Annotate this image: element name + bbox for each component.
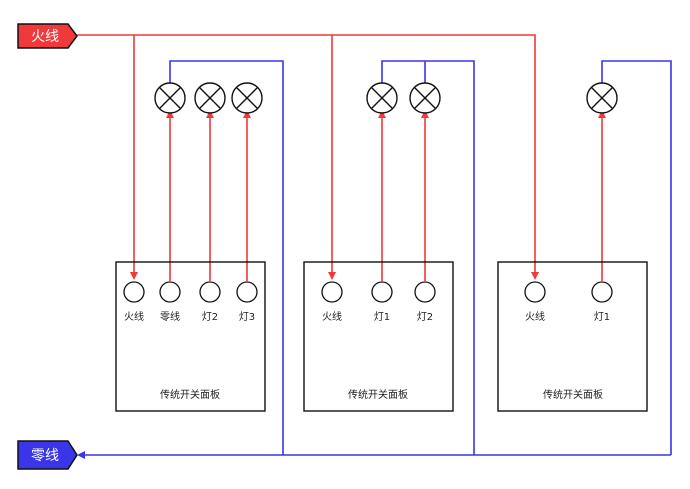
lamp-icon (409, 82, 441, 114)
panel-title: 传统开关面板 (543, 388, 603, 401)
lamp-icon (154, 82, 186, 114)
lamp-icon (586, 82, 618, 114)
terminal-label: 灯1 (594, 311, 610, 323)
terminal-label: 火线 (124, 310, 144, 323)
neutral-wire-label: 零线 (31, 448, 59, 464)
neutral-loop-2 (381, 60, 475, 455)
switch-panel-2: 火线 灯1 灯2 传统开关面板 (303, 261, 454, 412)
neutral-loop-1 (169, 60, 284, 455)
lamp-icon (194, 82, 226, 114)
terminal-label: 灯1 (374, 311, 390, 323)
terminal-label: 零线 (160, 310, 180, 323)
terminal-label: 灯2 (202, 311, 218, 323)
lamps (154, 82, 618, 114)
live-wire-label: 火线 (31, 29, 59, 45)
neutral-loop-3 (601, 60, 672, 455)
lamp-icon (366, 82, 398, 114)
lamp-icon (231, 82, 263, 114)
live-wire-tag: 火线 (17, 23, 78, 49)
terminal-lamp1 (591, 281, 613, 303)
neutral-wires (77, 60, 672, 459)
terminal-lamp1 (371, 281, 393, 303)
terminal-lamp3 (236, 281, 258, 303)
switch-panel-1: 火线 零线 灯2 灯3 传统开关面板 (115, 261, 266, 412)
terminal-live (123, 281, 145, 303)
neutral-wire-tag: 零线 (17, 440, 78, 470)
terminal-lamp2 (199, 281, 221, 303)
terminal-neutral (159, 281, 181, 303)
terminal-label: 火线 (322, 310, 342, 323)
live-trunk (77, 34, 539, 280)
terminal-label: 灯3 (239, 311, 255, 323)
terminal-live (524, 281, 546, 303)
panel-title: 传统开关面板 (160, 388, 220, 401)
live-wires (77, 34, 606, 281)
panel-title: 传统开关面板 (348, 388, 408, 401)
terminal-lamp2 (414, 281, 436, 303)
terminal-label: 火线 (525, 310, 545, 323)
terminal-live (321, 281, 343, 303)
switch-panel-3: 火线 灯1 传统开关面板 (497, 261, 648, 412)
terminal-label: 灯2 (417, 311, 433, 323)
